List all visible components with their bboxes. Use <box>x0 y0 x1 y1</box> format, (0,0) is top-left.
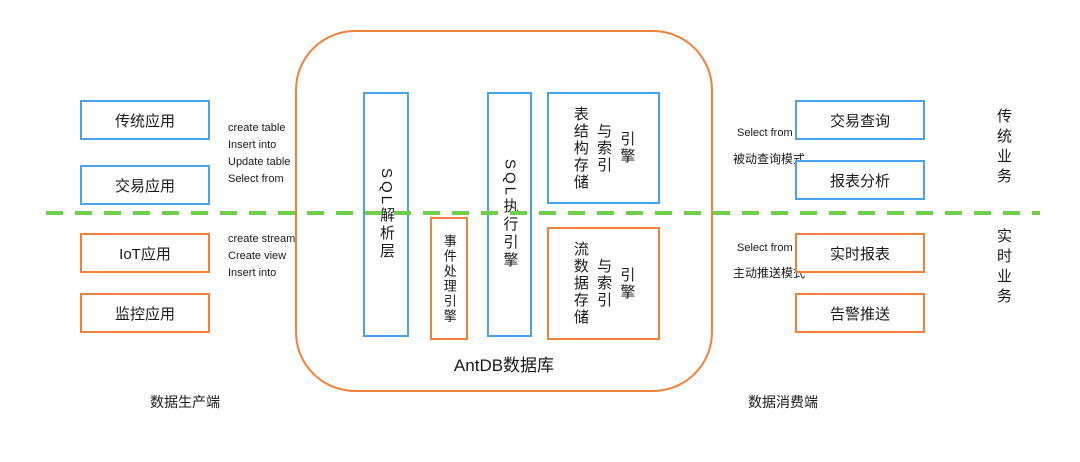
trading-app-label: 交易应用 <box>114 177 175 195</box>
trade-query-label: 交易查询 <box>829 112 890 130</box>
antdb-title: AntDB数据库 <box>453 356 555 375</box>
report-analysis-box: 报表分析 <box>795 160 925 200</box>
monitor-app-label: 监控应用 <box>114 305 175 323</box>
monitor-app-box: 监控应用 <box>80 293 210 333</box>
query-note-en: Select from <box>737 127 793 139</box>
push-note-cn: 主动推送模式 <box>733 266 806 280</box>
iot-app-label: IoT应用 <box>119 245 171 263</box>
trading-app-box: 交易应用 <box>80 165 210 205</box>
stream-storage-label: 流数据存储 与索引 引擎 <box>571 241 636 326</box>
push-note-en: Select from <box>737 242 793 254</box>
realtime-report-box: 实时报表 <box>795 233 925 273</box>
consumer-footer-label: 数据消费端 <box>748 394 818 410</box>
realtime-report-label: 实时报表 <box>829 245 890 263</box>
realtime-business-label: 实时业务 <box>995 228 1012 308</box>
report-analysis-label: 报表分析 <box>829 172 890 190</box>
table-storage-label: 表结构存储 与索引 引擎 <box>571 105 636 191</box>
iot-app-box: IoT应用 <box>80 233 210 273</box>
producer-footer-label: 数据生产端 <box>150 394 220 410</box>
query-note-cn: 被动查询模式 <box>733 152 806 166</box>
traditional-app-box: 传统应用 <box>80 100 210 140</box>
table-storage-box: 表结构存储 与索引 引擎 <box>547 92 660 204</box>
business-divider-line <box>46 211 1040 215</box>
alert-push-box: 告警推送 <box>795 293 925 333</box>
traditional-app-label: 传统应用 <box>114 112 175 130</box>
trade-query-box: 交易查询 <box>795 100 925 140</box>
traditional-business-label: 传统业务 <box>995 108 1012 188</box>
event-engine-label: 事件处理引擎 <box>441 233 457 324</box>
sql-ops-bottom-text: create stream Create view Insert into <box>228 233 296 279</box>
alert-push-label: 告警推送 <box>829 305 890 323</box>
event-engine-box: 事件处理引擎 <box>430 217 468 340</box>
sql-ops-top-text: create table Insert into Update table Se… <box>228 122 291 185</box>
stream-storage-box: 流数据存储 与索引 引擎 <box>547 227 660 340</box>
